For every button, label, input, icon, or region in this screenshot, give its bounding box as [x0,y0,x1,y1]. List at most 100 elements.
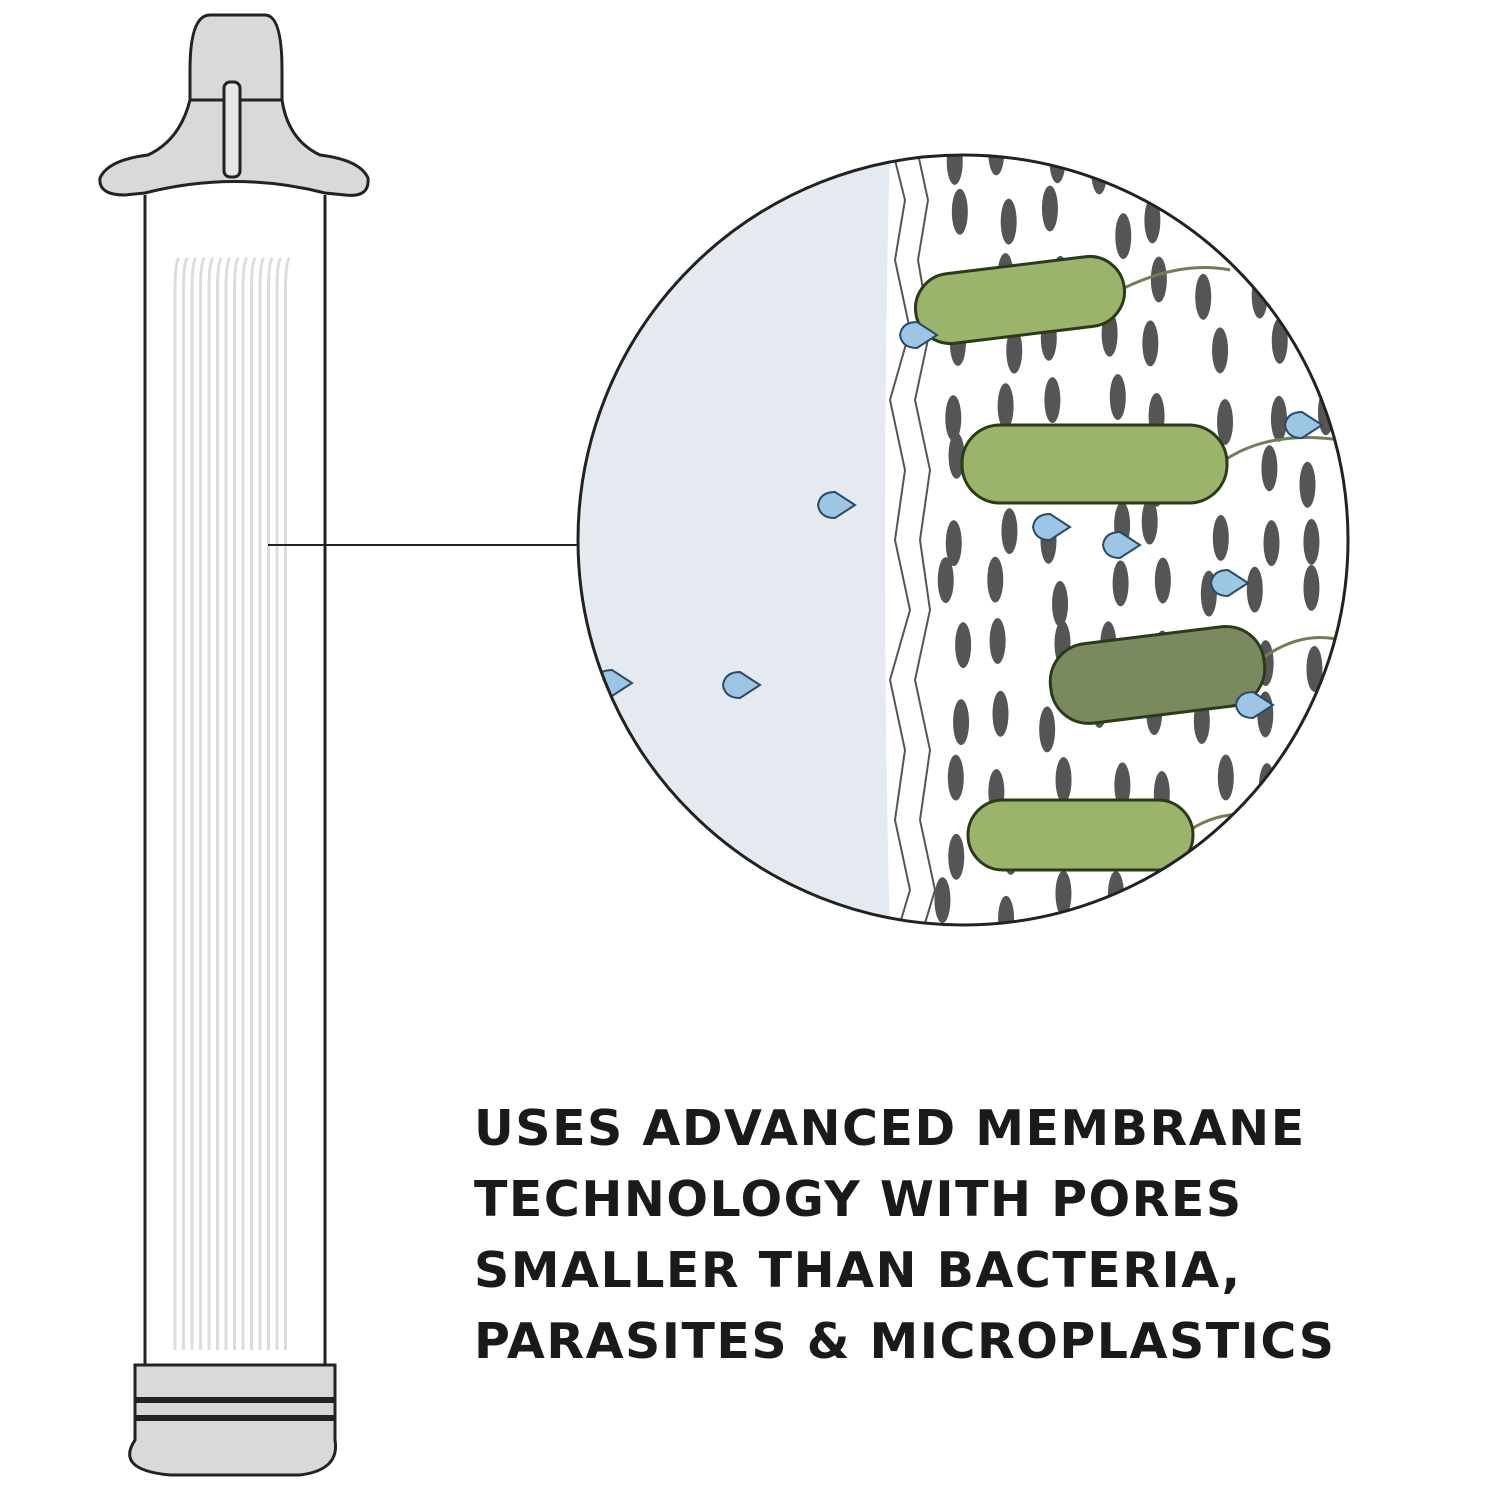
feature-caption: USES ADVANCED MEMBRANE TECHNOLOGY WITH P… [474,1093,1474,1377]
pore [934,877,951,924]
pore [1310,253,1327,300]
pore [1270,395,1287,442]
pore [1049,155,1066,184]
pore [1315,192,1332,239]
pore [998,895,1015,925]
pore [1271,881,1288,925]
magnified-membrane-view [578,155,1348,925]
pore [1303,564,1320,611]
pore [1219,189,1236,236]
pore [1055,870,1072,917]
pore [1112,560,1129,607]
pore [1141,498,1158,545]
pore [1201,866,1218,913]
pore [987,556,1004,603]
pore [1306,645,1323,692]
pore [1039,706,1056,753]
pore [1212,514,1229,561]
fiber [258,256,266,1350]
fiber [275,256,283,1350]
pore [1319,769,1336,816]
pore [1157,155,1174,181]
fiber [182,256,189,1350]
pore [1052,580,1069,627]
pore [997,383,1014,430]
pore [1312,707,1329,754]
fiber [250,256,257,1350]
pore [945,520,962,567]
bacteria [914,254,1341,872]
straw-valve-stem [222,80,242,179]
pore [948,833,965,880]
caption-line-3: SMALLER THAN BACTERIA, [474,1242,1242,1299]
pore [1259,817,1276,864]
fiber [207,256,215,1350]
pore [1246,566,1263,613]
caption-line-1: USES ADVANCED MEMBRANE [474,1100,1306,1157]
pore [947,754,964,801]
pore [1146,881,1163,925]
pore [1001,508,1018,555]
pore [1091,155,1108,195]
caption-line-4: PARASITES & MICROPLASTICS [474,1313,1336,1370]
pore [1297,877,1314,924]
pore [1115,213,1132,260]
fiber [224,256,232,1350]
bacterium [1048,624,1267,725]
pore [992,690,1009,737]
pore [1000,198,1017,245]
pore [1041,185,1058,232]
water-droplet [1101,530,1142,560]
pore [1309,322,1326,369]
pore [1217,754,1234,801]
fiber [216,256,223,1350]
pore [988,155,1005,176]
pore [948,432,965,479]
fiber [267,256,274,1350]
water-droplet [1283,410,1324,440]
pore [955,622,972,669]
filtered-water-region [578,155,890,925]
pore [989,618,1006,665]
water-droplet [898,320,939,350]
pore [937,557,954,604]
water-droplet [1031,512,1072,542]
caption-line-2: TECHNOLOGY WITH PORES [474,1171,1243,1228]
pore [1271,317,1288,364]
hollow-fibers [173,256,291,1350]
straw-mouthpiece [188,13,284,102]
pore [953,699,970,746]
pore [1261,445,1278,492]
magnifier-outline [576,153,1350,927]
pore [945,395,962,442]
fiber [173,256,181,1350]
water-droplet [816,490,857,520]
pore [1310,155,1327,176]
pore [1214,827,1231,874]
pore [1144,197,1161,244]
pore [1142,320,1159,367]
bacterium [960,423,1229,505]
bacterium [966,798,1195,872]
fiber [284,256,291,1350]
pore [1154,557,1171,604]
pore [1044,377,1061,424]
pore [1109,373,1126,420]
pore [1212,327,1229,374]
fiber [199,256,206,1350]
pore [1200,155,1217,192]
pore [1195,273,1212,320]
pore [1150,256,1167,303]
pore [1303,518,1320,565]
pore [1263,155,1280,171]
water-droplet [1234,690,1275,720]
fiber [190,256,198,1350]
pore [1299,461,1316,508]
water-droplet [721,670,762,700]
pore [1321,825,1338,872]
pore [946,155,963,185]
pore [951,188,968,235]
pore [1217,399,1234,446]
water-droplet [1209,568,1250,598]
